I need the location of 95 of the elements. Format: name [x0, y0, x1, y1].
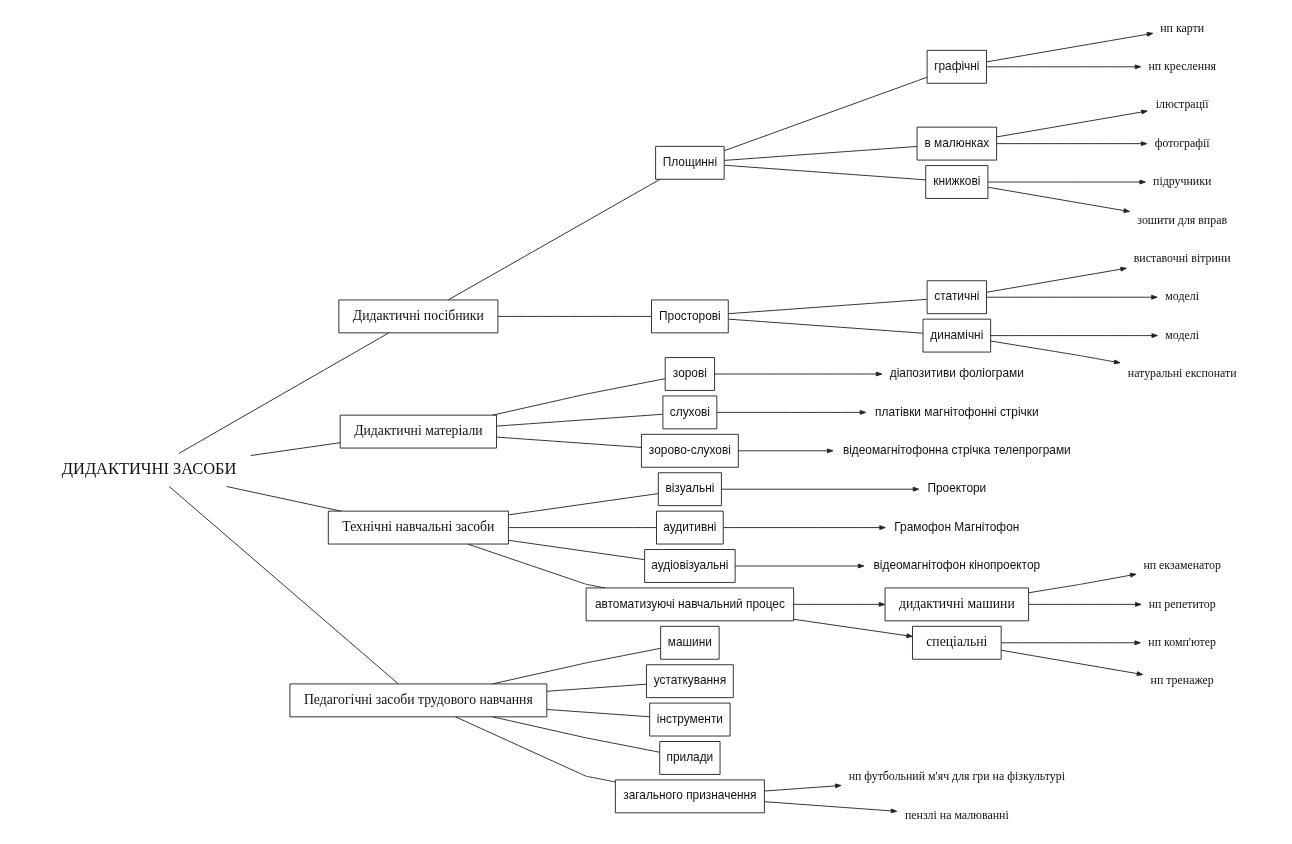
node-box: устаткування — [646, 664, 734, 699]
node-box: Технічні навчальні засоби — [327, 510, 509, 545]
node-text: натуральні експонати — [1127, 366, 1237, 381]
node-text: ДИДАКТИЧНІ ЗАСОБИ — [61, 459, 237, 479]
node-box: Площинні — [655, 145, 725, 180]
node-box: прилади — [659, 741, 721, 775]
arrow — [764, 801, 898, 814]
node-text: Проектори — [927, 481, 987, 496]
node-box: дидактичні машини — [884, 587, 1030, 622]
connector — [492, 647, 662, 685]
connector — [546, 683, 647, 692]
arrow — [1028, 602, 1142, 607]
node-text: ілюстрації — [1155, 97, 1209, 112]
node-box: машини — [660, 625, 720, 660]
connector — [447, 178, 661, 301]
node-box: автоматизуючі навчальний процес — [585, 587, 795, 622]
arrow — [990, 340, 1121, 365]
connector — [508, 493, 659, 516]
node-text: нп комп'ютер — [1148, 634, 1217, 649]
node-text: нп екзаменатор — [1143, 558, 1221, 573]
connector — [496, 413, 664, 427]
node-text: моделі — [1165, 327, 1200, 342]
arrow — [987, 179, 1146, 185]
node-text: пензлі на малюванні — [904, 807, 1009, 822]
connector — [497, 315, 652, 317]
node-box: графічні — [926, 49, 987, 84]
node-box: спеціальні — [912, 625, 1002, 660]
arrow — [990, 333, 1158, 338]
node-box: динамічні — [922, 318, 992, 353]
arrow — [1000, 649, 1144, 676]
arrow — [793, 618, 913, 639]
connector — [496, 436, 642, 448]
node-text: відеомагнітофон кінопроектор — [873, 558, 1041, 573]
node-box: Педагогічні засоби трудового навчання — [289, 683, 548, 718]
connector — [508, 539, 645, 561]
arrow — [764, 783, 842, 792]
node-box: Дидактичні посібники — [338, 299, 499, 334]
arrow — [714, 371, 883, 377]
node-text: нп карти — [1160, 20, 1205, 35]
node-text: підручники — [1153, 174, 1212, 189]
node-box: аудіовізуальні — [644, 549, 736, 583]
connector — [492, 716, 660, 753]
node-text: моделі — [1165, 289, 1200, 304]
node-box: зорові — [664, 357, 715, 391]
connector — [728, 298, 928, 315]
node-box: інструменти — [649, 702, 731, 737]
node-box: зорово-слухові — [640, 433, 739, 468]
arrow — [734, 563, 865, 569]
node-box: загального призначення — [614, 779, 765, 814]
node-text: фотографії — [1154, 135, 1210, 150]
connector — [546, 709, 651, 718]
connector — [455, 716, 616, 783]
arrow — [986, 266, 1127, 293]
arrow — [987, 186, 1130, 213]
arrow — [738, 448, 834, 454]
connector — [492, 378, 666, 416]
arrow — [996, 109, 1148, 138]
arrow — [996, 141, 1148, 146]
node-text: відеомагнітофонна стрічка телепрограми — [842, 442, 1071, 457]
node-box: статичні — [926, 280, 987, 315]
connector — [250, 442, 341, 456]
node-text: нп креслення — [1148, 58, 1216, 73]
node-box: Дидактичні матеріали — [339, 414, 497, 449]
arrow — [716, 410, 867, 415]
node-text: нп тренажер — [1150, 673, 1214, 688]
connector — [168, 486, 399, 685]
node-box: Просторові — [651, 299, 729, 334]
connector — [723, 146, 918, 161]
connector — [467, 543, 606, 589]
arrow — [793, 602, 886, 607]
node-text: виставочні вітрини — [1133, 250, 1231, 265]
arrow — [986, 31, 1154, 63]
node-box: в малюнках — [916, 126, 998, 161]
connector — [178, 332, 390, 454]
node-text: зошити для вправ — [1137, 212, 1228, 227]
arrow — [986, 64, 1142, 70]
arrow — [1028, 572, 1137, 594]
connector — [723, 76, 928, 152]
node-text: діапозитиви фоліограми — [889, 366, 1024, 381]
node-text: Грамофон Магнітофон — [894, 519, 1020, 534]
arrow — [722, 525, 886, 530]
node-box: слухові — [662, 395, 718, 430]
arrow — [721, 486, 920, 492]
arrow — [1000, 640, 1141, 646]
node-text: нп репетитор — [1148, 596, 1216, 611]
connector — [226, 486, 342, 512]
arrow — [986, 294, 1158, 300]
node-text: нп футбольний м'яч для гри на фізкультурі — [848, 769, 1066, 784]
connector — [508, 527, 657, 529]
node-box: книжкові — [925, 165, 989, 199]
node-text: платівки магнітофонні стрічки — [875, 404, 1039, 419]
node-box: аудитивні — [656, 510, 724, 545]
node-box: візуальні — [657, 472, 722, 507]
connector — [728, 318, 924, 334]
connector — [723, 164, 926, 181]
